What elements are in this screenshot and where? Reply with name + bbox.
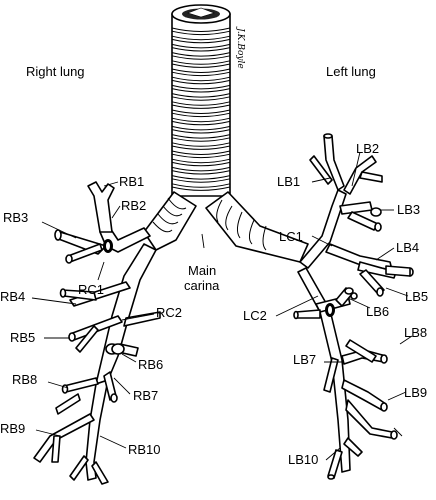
tracheal-ring xyxy=(171,35,231,41)
tracheal-ring xyxy=(171,101,231,106)
tracheal-ring-shadow xyxy=(171,47,231,52)
tracheal-rings xyxy=(171,27,231,191)
right-bronchial-branches xyxy=(33,181,161,485)
tracheal-ring xyxy=(171,52,231,57)
label-rb4: RB4 xyxy=(0,289,25,304)
label-rb3: RB3 xyxy=(3,210,28,225)
label-rb7: RB7 xyxy=(133,388,158,403)
left-bronchial-branches xyxy=(293,133,414,480)
label-rb10: RB10 xyxy=(128,442,161,457)
tracheal-ring-shadow xyxy=(171,30,231,36)
tracheal-ring-shadow xyxy=(171,178,231,183)
carina-label: Main carina xyxy=(184,263,220,293)
tracheal-ring xyxy=(171,76,231,82)
left-main-bronchus xyxy=(205,191,309,263)
tracheal-ring-shadow xyxy=(171,71,231,77)
carina-label-line1: Main xyxy=(188,263,216,278)
label-lc1: LC1 xyxy=(279,229,303,244)
label-lb1: LB1 xyxy=(277,174,300,189)
carina-label-line2: carina xyxy=(184,278,220,293)
tracheal-ring xyxy=(171,117,231,123)
tracheal-ring-shadow xyxy=(171,145,231,150)
tracheal-ring xyxy=(171,175,231,180)
leader-lines xyxy=(31,151,413,461)
label-lb9: LB9 xyxy=(404,385,427,400)
label-lb6: LB6 xyxy=(366,304,389,319)
tracheal-ring xyxy=(171,43,231,49)
right-main-bronchus xyxy=(143,191,197,251)
tracheal-ring-shadow xyxy=(171,55,231,60)
tracheal-ring-shadow xyxy=(171,170,231,175)
label-lc2: LC2 xyxy=(243,308,267,323)
trachea xyxy=(171,4,231,197)
tracheal-ring-shadow xyxy=(171,137,231,142)
tracheal-ring-shadow xyxy=(171,120,231,126)
tracheal-ring xyxy=(171,27,231,32)
heading-right-lung: Right lung xyxy=(26,64,85,79)
tracheal-ring xyxy=(171,68,231,73)
headings: Right lung Left lung xyxy=(26,64,376,79)
tracheal-ring-shadow xyxy=(171,186,231,191)
label-rb8: RB8 xyxy=(12,372,37,387)
tracheal-ring-shadow xyxy=(171,88,231,93)
illustrator-signature: J.K.Boyle xyxy=(235,26,245,69)
tracheal-ring xyxy=(171,142,231,147)
tracheal-ring xyxy=(171,84,231,90)
tracheal-ring-shadow xyxy=(171,129,231,134)
label-rc1: RC1 xyxy=(78,282,104,297)
label-rc2: RC2 xyxy=(156,305,182,320)
tracheal-ring xyxy=(171,158,231,164)
label-lb10: LB10 xyxy=(288,452,318,467)
label-lb2: LB2 xyxy=(356,141,379,156)
label-lb5: LB5 xyxy=(405,289,428,304)
tracheal-ring-shadow xyxy=(171,96,231,101)
tracheal-ring-shadow xyxy=(171,63,231,68)
tracheal-ring xyxy=(171,134,231,139)
label-rb1: RB1 xyxy=(119,174,144,189)
segment-labels: RB1 RB2 RB3 RC1 RB4 RC2 RB5 RB6 RB8 RB7 … xyxy=(0,141,428,467)
label-rb9: RB9 xyxy=(0,421,25,436)
tracheal-ring-shadow xyxy=(171,104,231,109)
tracheal-ring xyxy=(171,166,231,172)
tracheal-ring-shadow xyxy=(171,153,231,159)
tracheal-ring xyxy=(171,183,231,188)
tracheal-ring-shadow xyxy=(171,79,231,85)
label-rb6: RB6 xyxy=(138,357,163,372)
tracheal-ring-shadow xyxy=(171,161,231,167)
tracheal-ring xyxy=(171,150,231,155)
label-lb4: LB4 xyxy=(396,240,419,255)
tracheal-ring xyxy=(171,109,231,114)
label-rb5: RB5 xyxy=(10,330,35,345)
tracheal-ring-shadow xyxy=(171,38,231,44)
tracheal-ring xyxy=(171,93,231,98)
tracheal-ring-shadow xyxy=(171,112,231,118)
label-lb8: LB8 xyxy=(404,325,427,340)
label-lb7: LB7 xyxy=(293,352,316,367)
heading-left-lung: Left lung xyxy=(326,64,376,79)
tracheal-ring xyxy=(171,125,231,131)
tracheal-ring xyxy=(171,60,231,65)
label-rb2: RB2 xyxy=(121,198,146,213)
label-lb3: LB3 xyxy=(397,202,420,217)
